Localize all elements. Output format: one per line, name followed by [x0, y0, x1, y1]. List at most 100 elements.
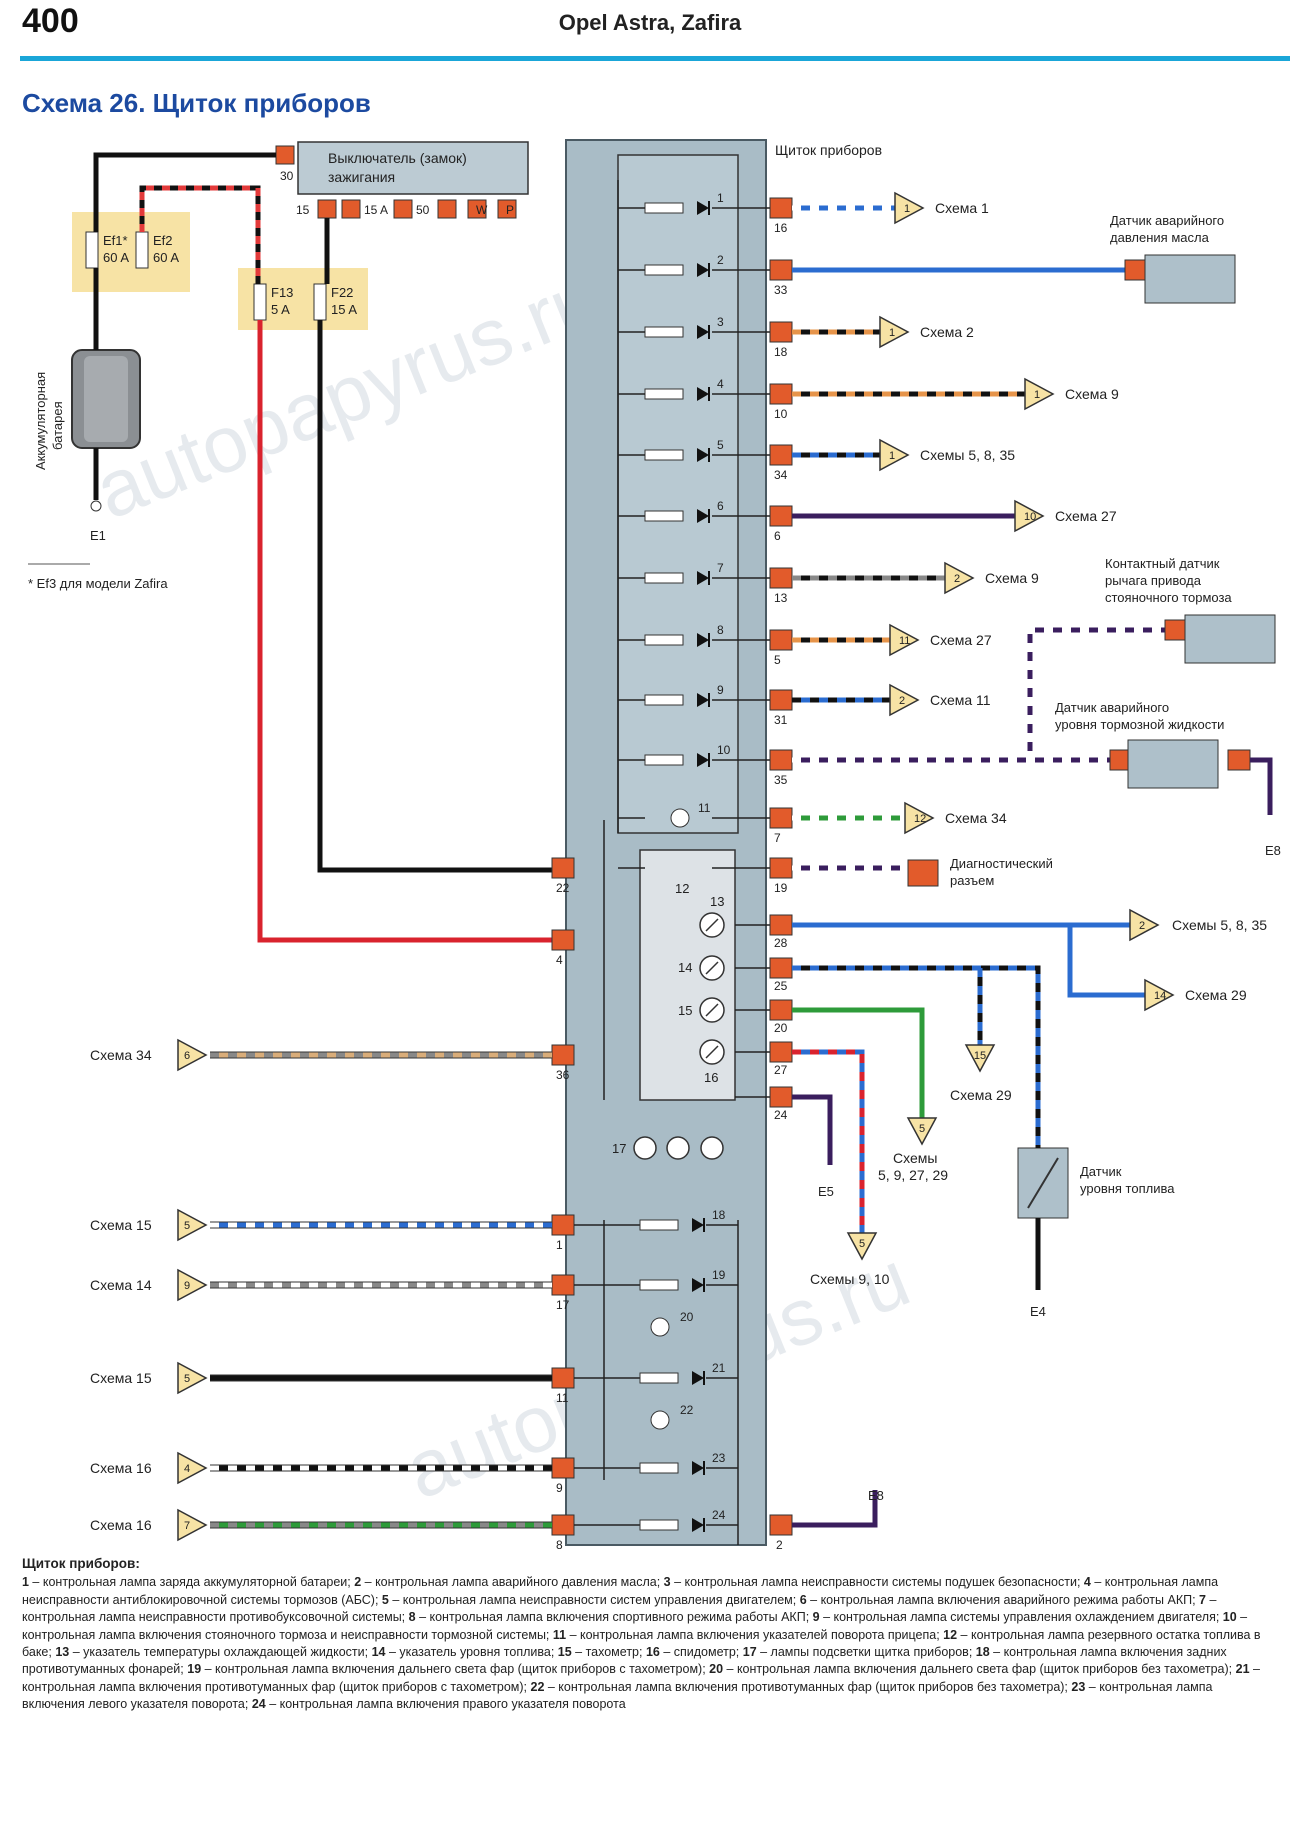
connector-pin: [551, 1457, 575, 1479]
legend-text: – указатель уровня топлива;: [385, 1645, 558, 1660]
reference-triangle: [177, 1208, 208, 1242]
reference-triangle: [964, 1044, 996, 1073]
connector-pin: [769, 444, 793, 466]
ignition-switch: [297, 141, 529, 195]
reference-number: 7: [184, 1520, 190, 1532]
legend-item: 24 – контрольная лампа включения правого…: [252, 1697, 626, 1711]
legend-text: – контрольная лампа включения аварийного…: [806, 1592, 1200, 1607]
fuse-f13: [253, 283, 267, 321]
legend-item: 19 – контрольная лампа включения дальнег…: [187, 1662, 709, 1676]
legend-item: 11 – контрольная лампа включения указате…: [553, 1628, 943, 1642]
pin-number: 31: [774, 713, 788, 727]
header-rule: [20, 56, 1290, 61]
fuse-label: Ef2: [153, 233, 173, 248]
svg-text:15 A: 15 A: [364, 203, 388, 217]
legend-text: – контрольная лампа неисправности систем…: [670, 1575, 1084, 1590]
connector-pin: [769, 689, 793, 711]
reference-triangle: [944, 561, 975, 595]
connector-pin: [551, 1274, 575, 1296]
wire: [792, 1094, 833, 1165]
battery-label: батарея: [50, 401, 65, 450]
reference-label: Схема 27: [930, 632, 992, 648]
lamp-number: 5: [717, 438, 724, 452]
pin-number: 2: [776, 1538, 783, 1550]
lamp-resistor: [644, 634, 684, 646]
page-number: 400: [22, 2, 79, 40]
legend-text: – контрольная лампа включения спортивног…: [415, 1610, 813, 1625]
legend-item: 20 – контрольная лампа включения дальнег…: [709, 1662, 1235, 1676]
lamp-number: 20: [680, 1310, 694, 1324]
connector-pin: [769, 749, 793, 771]
lamp-number: 18: [712, 1208, 726, 1222]
pin-number: 8: [556, 1538, 563, 1550]
connector-pin: [551, 1044, 575, 1066]
lamp-resistor: [644, 572, 684, 584]
legend-number: 6: [799, 1592, 807, 1607]
legend-text: – контрольная лампа включения правого ук…: [265, 1697, 626, 1712]
legend-text: – лампы подсветки щитка приборов;: [756, 1645, 976, 1660]
legend-item: 13 – указатель температуры охлаждающей ж…: [55, 1645, 371, 1659]
legend-text: – контрольная лампа включения дальнего с…: [201, 1662, 710, 1677]
led-diode: [697, 263, 709, 277]
legend-number: 22: [530, 1679, 545, 1694]
wire-stripe: [792, 965, 1041, 1148]
pin-number: 9: [556, 1481, 563, 1495]
legend-item: 3 – контрольная лампа неисправности сист…: [664, 1575, 1084, 1589]
pin-number: 10: [774, 407, 788, 421]
lamp-resistor: [644, 694, 684, 706]
lamp-resistor: [644, 754, 684, 766]
pin-number: 5: [774, 653, 781, 667]
legend-text: – указатель температуры охлаждающей жидк…: [69, 1645, 372, 1660]
lamp-number: 10: [717, 743, 731, 757]
reference-label: Схема 9: [1065, 386, 1119, 402]
legend-item: 15 – тахометр;: [558, 1645, 646, 1659]
reference-label: Схема 34: [90, 1047, 152, 1063]
legend-item: 12 – контрольная лампа резервного остатк…: [22, 1628, 1261, 1659]
lamp-resistor: [639, 1372, 679, 1384]
lamp-number: 22: [680, 1403, 694, 1417]
pin-number: 6: [774, 529, 781, 543]
legend-text: – контрольная лампа включения дальнего с…: [723, 1662, 1236, 1677]
lamp-number: 24: [712, 1508, 726, 1522]
legend-number: 16: [645, 1645, 660, 1660]
pin-number: 7: [774, 831, 781, 845]
led-diode: [692, 1278, 704, 1292]
illumination-bulb: [633, 1136, 657, 1160]
ground-e4: E4: [1030, 1304, 1046, 1319]
book-title: Opel Astra, Zafira: [558, 10, 742, 35]
reference-label: Схема 2: [920, 324, 974, 340]
led-diode: [697, 448, 709, 462]
brake-sensor-label: Датчик аварийного: [1055, 700, 1169, 715]
wire-stripe: [1027, 627, 1165, 760]
brake-fluid-sensor: [1127, 739, 1219, 789]
connector-pin: [769, 914, 793, 936]
pin-number: 24: [774, 1108, 788, 1122]
reference-number: 5: [859, 1238, 865, 1250]
lamp-resistor: [644, 388, 684, 400]
gauge-number: 13: [710, 894, 724, 909]
wire: [1067, 925, 1145, 998]
lamp-number: 21: [712, 1361, 726, 1375]
connector-pin: [551, 1214, 575, 1236]
legend-text: – контрольная лампа заряда аккумуляторно…: [28, 1575, 355, 1590]
pin-number: 4: [556, 953, 563, 967]
connector-pin: [551, 857, 575, 879]
connector-pin: [769, 629, 793, 651]
fuse-rating: 5 A: [271, 302, 290, 317]
oil-sensor-label: давления масла: [1110, 230, 1210, 245]
pin-number: 27: [774, 1063, 788, 1077]
lamp-resistor: [644, 510, 684, 522]
reference-number: 6: [184, 1050, 190, 1062]
reference-triangle: [889, 623, 920, 657]
reference-number: 1: [904, 203, 910, 215]
legend-title: Щиток приборов:: [22, 1556, 140, 1571]
reference-label: 5, 9, 27, 29: [878, 1167, 948, 1183]
legend: Щиток приборов: 1 – контрольная лампа за…: [22, 1555, 1267, 1714]
pin-number: 36: [556, 1068, 570, 1082]
gauge-number: 14: [678, 960, 692, 975]
parking-brake-sensor: [1184, 614, 1276, 664]
legend-text: – контрольная лампа неисправности антибл…: [22, 1575, 1219, 1607]
